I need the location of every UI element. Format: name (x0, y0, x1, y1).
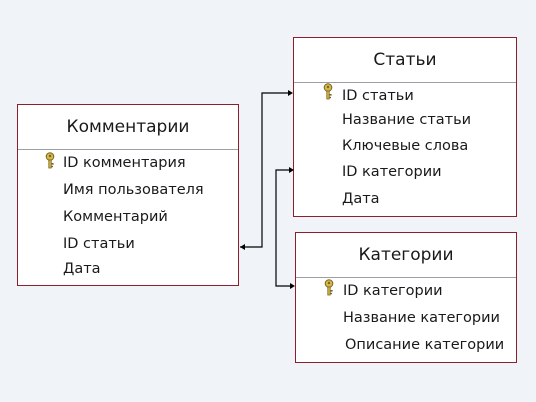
categories-table: Категории ID категории Название категори… (295, 232, 517, 363)
key-icon (45, 152, 55, 169)
connector-articles-to-categories (275, 167, 295, 289)
field-category-description: Описание категории (345, 337, 505, 353)
field-article-id: ID статьи (63, 236, 135, 252)
comments-table-title: Комментарии (18, 105, 238, 150)
categories-table-title: Категории (296, 233, 516, 278)
comments-table: Комментарии ID комментария Имя пользоват… (17, 104, 239, 286)
field-user-name: Имя пользователя (63, 182, 204, 198)
field-keywords: Ключевые слова (342, 138, 469, 154)
key-icon (324, 279, 334, 296)
field-category-id: ID категории (343, 283, 443, 299)
articles-table-title: Статьи (294, 38, 516, 83)
field-id-komment: ID комментария (63, 155, 186, 171)
field-category-id: ID категории (342, 164, 442, 180)
field-comment: Комментарий (63, 209, 168, 225)
articles-table: Статьи ID статьи Название статьи Ключевы… (293, 37, 517, 217)
field-article-title: Название статьи (342, 112, 472, 128)
field-date: Дата (342, 191, 380, 207)
key-icon (323, 83, 333, 100)
field-date: Дата (63, 261, 101, 277)
field-article-id: ID статьи (342, 88, 414, 104)
field-category-name: Название категории (343, 310, 500, 326)
connector-comments-to-articles (240, 90, 293, 250)
